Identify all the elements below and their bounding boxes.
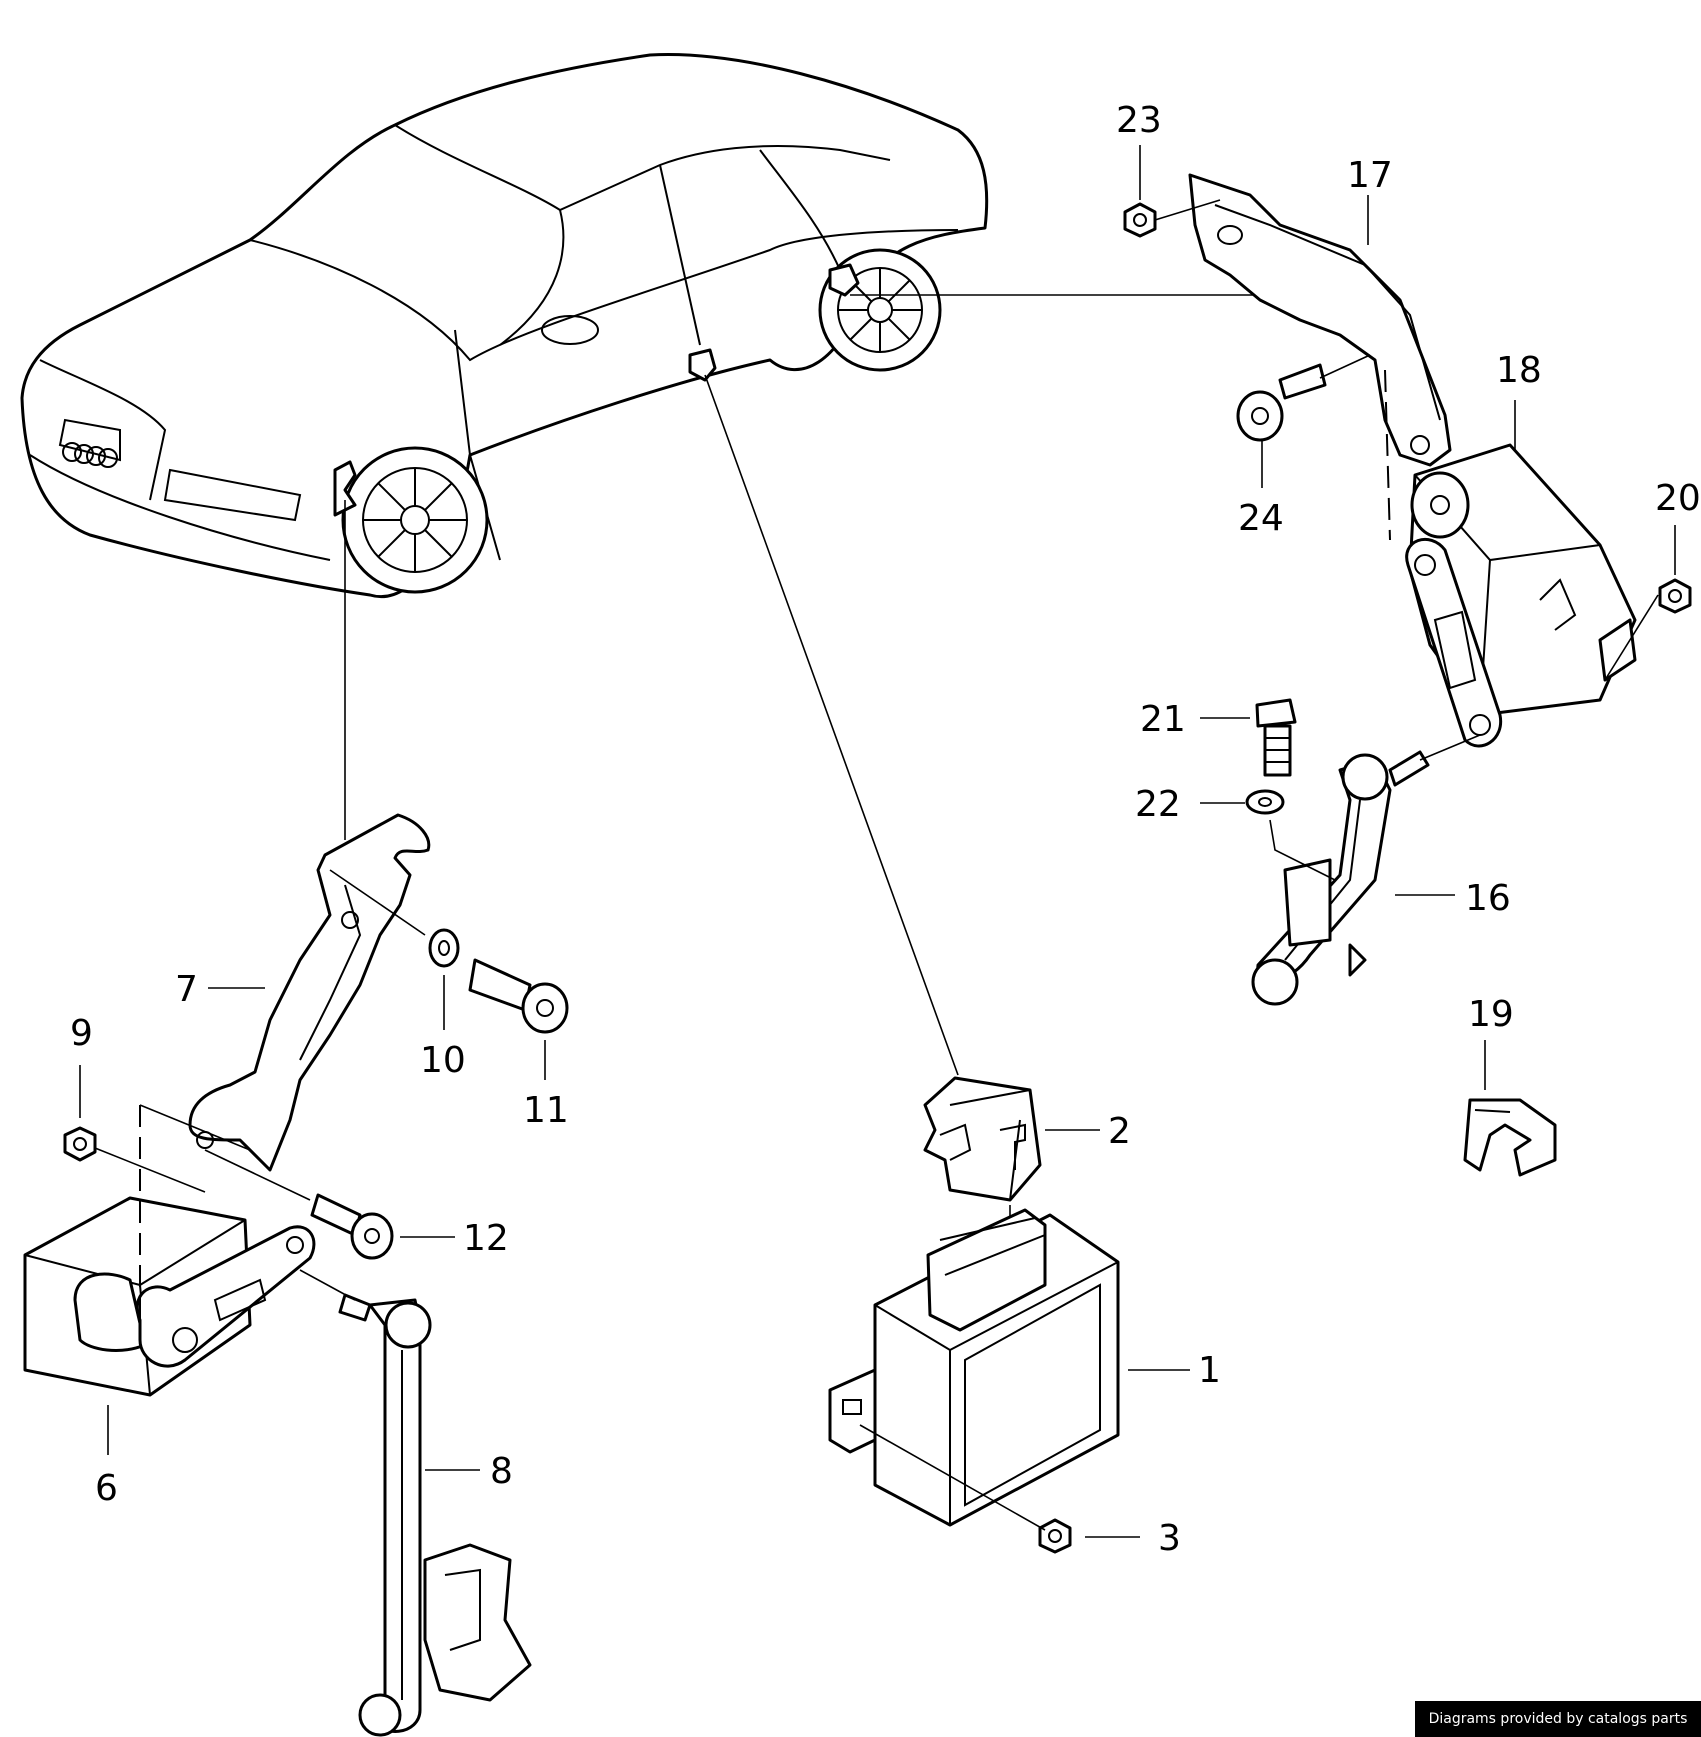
bolt-24 xyxy=(1236,363,1327,442)
bolt-11 xyxy=(468,958,569,1034)
callout-10: 10 xyxy=(420,1040,466,1081)
callout-23: 23 xyxy=(1116,100,1162,141)
rear-coupling-rod xyxy=(1251,750,1430,1006)
washer-10 xyxy=(428,928,460,968)
nut-3 xyxy=(1038,1518,1072,1554)
nut-20 xyxy=(1658,578,1692,614)
nut-23 xyxy=(1123,202,1157,238)
washer-22 xyxy=(1245,789,1285,815)
callout-3: 3 xyxy=(1158,1518,1181,1559)
nut-9 xyxy=(63,1126,97,1162)
callout-19: 19 xyxy=(1468,994,1514,1035)
callout-24: 24 xyxy=(1238,498,1284,539)
callout-9: 9 xyxy=(70,1013,93,1054)
callout-16: 16 xyxy=(1465,878,1511,919)
front-sensor-arm xyxy=(135,1225,316,1368)
callout-20: 20 xyxy=(1655,478,1701,519)
bolt-21 xyxy=(1255,698,1297,777)
credit-banner: Diagrams provided by catalogs parts xyxy=(1415,1701,1701,1737)
callout-2: 2 xyxy=(1108,1111,1131,1152)
callout-18: 18 xyxy=(1496,350,1542,391)
callout-lines xyxy=(79,145,1676,1538)
callout-1: 1 xyxy=(1198,1350,1221,1391)
bolt-12 xyxy=(310,1193,394,1260)
callout-17: 17 xyxy=(1347,155,1393,196)
callout-8: 8 xyxy=(490,1451,513,1492)
callout-11: 11 xyxy=(523,1090,569,1131)
audi-rings-logo xyxy=(62,442,118,468)
clip-19 xyxy=(1463,1098,1557,1177)
callout-labels: 1 2 3 6 7 8 9 10 11 12 16 17 18 19 20 21… xyxy=(70,100,1701,1559)
front-sensor-bracket xyxy=(188,813,431,1172)
callout-21: 21 xyxy=(1140,699,1186,740)
callout-6: 6 xyxy=(95,1468,118,1509)
rear-sensor-bracket xyxy=(1188,173,1452,467)
car-illustration xyxy=(20,53,989,599)
control-unit xyxy=(828,1208,1120,1527)
callout-7: 7 xyxy=(175,969,198,1010)
callout-22: 22 xyxy=(1135,784,1181,825)
front-coupling-rod xyxy=(338,1293,532,1737)
connector-2 xyxy=(923,1076,1042,1202)
callout-12: 12 xyxy=(463,1218,509,1259)
